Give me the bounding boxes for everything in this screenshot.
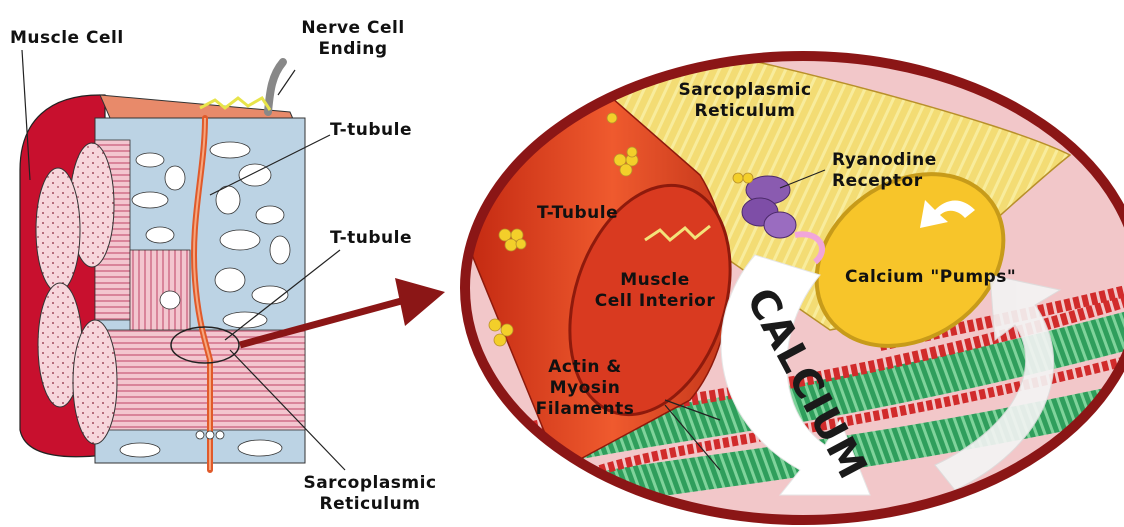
label-t-tubule-lower: T-tubule (330, 228, 412, 249)
label-actin-myosin-filaments: Actin & Myosin Filaments (525, 357, 645, 420)
label-ryanodine-receptor: Ryanodine Receptor (832, 150, 937, 192)
label-calcium-pumps: Calcium "Pumps" (845, 267, 1016, 288)
label-sarcoplasmic-reticulum-right: Sarcoplasmic Reticulum (660, 80, 830, 122)
label-t-tubule-right: T-Tubule (537, 203, 618, 224)
label-nerve-cell-ending: Nerve Cell Ending (288, 18, 418, 60)
label-t-tubule-upper: T-tubule (330, 120, 412, 141)
myofibril-mid (130, 250, 190, 330)
nerve-cell-ending (268, 62, 283, 112)
myofibril-bands (95, 330, 305, 430)
muscle-cell-illustration (20, 62, 305, 470)
label-sarcoplasmic-reticulum-left: Sarcoplasmic Reticulum (290, 473, 450, 515)
label-muscle-cell-interior: Muscle Cell Interior (585, 270, 725, 312)
triad-circles (196, 431, 224, 439)
label-muscle-cell: Muscle Cell (10, 28, 124, 49)
